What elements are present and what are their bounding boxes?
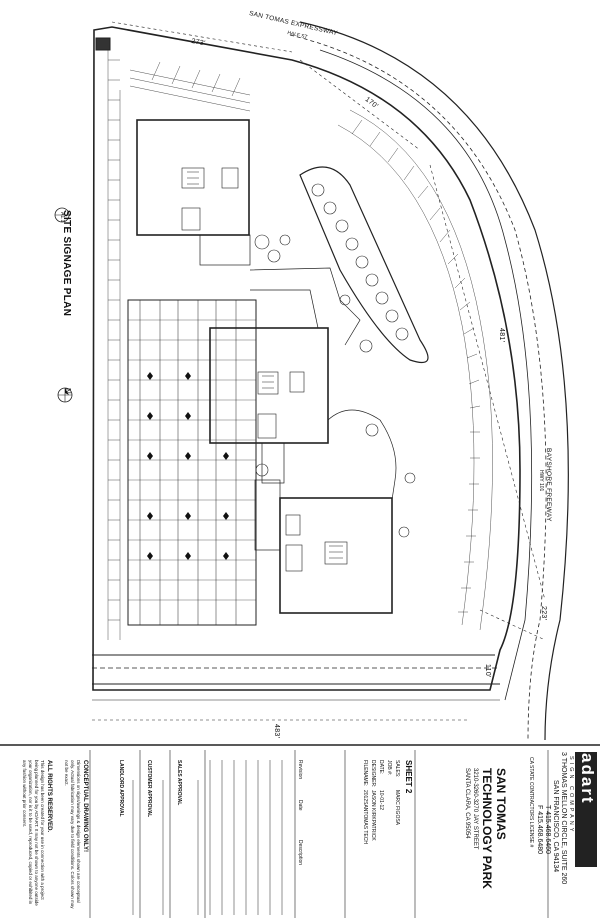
company-fax: F 415.468.6480 bbox=[536, 805, 543, 855]
landlord-approval: LANDLORD APPROVAL bbox=[118, 760, 124, 817]
scale-bubble bbox=[54, 207, 70, 223]
company-logo: adart bbox=[578, 753, 597, 805]
revision-header-description: Description bbox=[297, 840, 303, 866]
trees bbox=[254, 183, 416, 538]
building-1 bbox=[136, 119, 250, 236]
field-value-date: 10-01-12 bbox=[378, 790, 384, 811]
building-2 bbox=[209, 327, 329, 444]
building-3 bbox=[279, 497, 393, 614]
dimension-223: 223' bbox=[540, 606, 547, 621]
freeway-ramp bbox=[319, 49, 533, 701]
conceptual-body: Dimensions on signs/awnings & design ele… bbox=[64, 760, 81, 909]
parking-lot bbox=[127, 299, 257, 626]
field-value-filename: 2012SANTOMAS TECH bbox=[362, 790, 368, 845]
company-phone: T 415.468.6460 bbox=[544, 805, 551, 854]
top-parking-hatch bbox=[129, 61, 251, 112]
dimension-110: 110' bbox=[484, 664, 491, 678]
rights-title: ALL RIGHTS RESERVED. bbox=[46, 760, 52, 833]
title-block-frame bbox=[0, 744, 600, 918]
plan-scale-label: A1.1 bbox=[59, 212, 65, 223]
road-right-label: BAYSHORE FREEWAY bbox=[545, 448, 552, 522]
field-label-designer: DESIGNER: bbox=[370, 760, 376, 788]
revision-header-date: Date bbox=[297, 800, 303, 811]
sheet-number: SHEET 2 bbox=[404, 760, 413, 794]
plan-title: SITE SIGNAGE PLAN bbox=[61, 210, 72, 317]
property-boundary bbox=[92, 26, 521, 691]
parking-light-poles bbox=[147, 372, 229, 560]
rights-body: This design has been created for your us… bbox=[22, 760, 45, 906]
north-label: N bbox=[63, 388, 72, 395]
site-plan-drawing bbox=[54, 21, 569, 741]
logo-block bbox=[575, 752, 597, 867]
corner-marker bbox=[95, 37, 111, 51]
building-3-core bbox=[285, 514, 348, 572]
right-parking-row bbox=[337, 109, 493, 631]
company-address-2: SAN FRANCISCO, CA 94134 bbox=[552, 780, 559, 873]
freeway-edge-inner bbox=[289, 34, 547, 741]
company-tagline: SIGN COMPANY bbox=[568, 756, 574, 835]
project-name-2: TECHNOLOGY PARK bbox=[480, 768, 494, 889]
field-label-job: JOB #: bbox=[386, 760, 392, 776]
company-license: CA STATE CONTRACTORS LICENSE # bbox=[528, 757, 534, 848]
sales-approval: SALES APPROVAL bbox=[176, 760, 182, 806]
parking-stalls bbox=[128, 319, 256, 601]
project-name-1: SAN TOMAS bbox=[494, 768, 508, 840]
parking-rows bbox=[139, 300, 237, 625]
dimension-481: 481' bbox=[498, 328, 505, 343]
building-2-core bbox=[257, 371, 305, 439]
road-right-sub: HWY 101 bbox=[538, 470, 544, 492]
landscape-island bbox=[299, 166, 429, 364]
project-address-1: 3210-3260-3270 JAY STREET bbox=[472, 768, 478, 850]
field-label-filename: FILENAME: bbox=[362, 760, 368, 787]
project-address-2: SANTA CLARA, CA 95054 bbox=[464, 768, 470, 839]
freeway-edge-outer bbox=[299, 21, 569, 741]
revision-header-revision: Revision bbox=[297, 760, 303, 780]
field-label-date: DATE: bbox=[378, 760, 384, 775]
building-1-core bbox=[181, 167, 239, 231]
north-arrow bbox=[57, 387, 73, 403]
field-value-designer: JASON KIRKPATRICK bbox=[370, 790, 376, 841]
dimension-lines bbox=[92, 21, 546, 721]
company-address-1: 3 THOMAS MELLON CIRCLE, SUITE 260 bbox=[560, 752, 567, 885]
field-label-sales: SALES: bbox=[394, 760, 400, 778]
customer-approval: CUSTOMER APPROVAL bbox=[146, 760, 152, 818]
dimension-483: 483' bbox=[273, 724, 280, 739]
field-value-sales: MARC FIGOSA bbox=[394, 790, 400, 826]
revision-table-lines bbox=[209, 760, 283, 915]
left-stall-column bbox=[107, 40, 121, 640]
conceptual-title: CONCEPTUAL DRAWING ONLY! bbox=[82, 760, 88, 853]
